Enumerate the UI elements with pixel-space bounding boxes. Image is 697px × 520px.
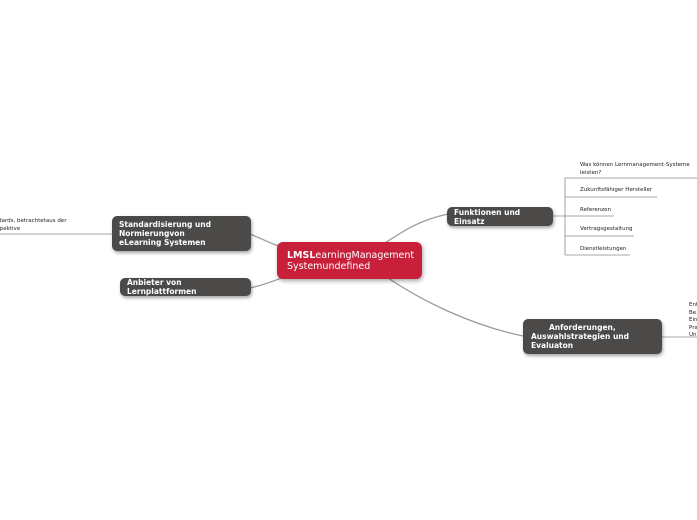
subtopic-label: Dienstleistungen	[580, 246, 627, 252]
root-topic[interactable]: LMSLearningManagement Systemundefined	[277, 242, 422, 279]
subtopic-label: Referenzen	[580, 207, 612, 213]
subtopic-line: Ent	[689, 302, 697, 308]
subtopic-was-koennen-lms-leisten[interactable]: Was können Lernmanagement-Systeme leiste…	[580, 162, 692, 177]
subtopic-anforderungen-list[interactable]: Ent Be Ein Pra Un	[689, 302, 697, 340]
subtopic-referenzen[interactable]: Referenzen	[580, 207, 611, 215]
topic-label: Funktionen und Einsatz	[454, 207, 521, 226]
subtopic-zukunftsfaehiger-hersteller[interactable]: Zukunftsfähiger Hersteller	[580, 187, 652, 195]
subtopic-label: ...andards, betrachtetaus der ...erspekt…	[0, 218, 67, 232]
subtopic-standards-perspektive[interactable]: ...andards, betrachtetaus der ...erspekt…	[0, 218, 86, 233]
topic-label: Anforderungen, Auswahlstrategien und Eva…	[531, 323, 630, 350]
subtopic-label: Was können Lernmanagement-Systeme leiste…	[580, 162, 690, 176]
subtopic-line: Un	[689, 332, 697, 338]
topic-standardisierung[interactable]: Standardisierung und Normierungvon eLear…	[112, 216, 251, 251]
topic-funktionen-und-einsatz[interactable]: Funktionen und Einsatz	[447, 207, 553, 226]
topic-anforderungen[interactable]: Anforderungen, Auswahlstrategien und Eva…	[523, 319, 662, 354]
subtopic-line: Pra	[689, 324, 697, 331]
subtopic-line: Ein	[689, 317, 697, 323]
subtopic-line: Be	[689, 309, 697, 316]
root-topic-label: LMSLearningManagement Systemundefined	[287, 249, 415, 272]
topic-label: Standardisierung und Normierungvon eLear…	[119, 220, 211, 247]
topic-anbieter-von-lernplattformen[interactable]: Anbieter von Lernplattformen	[120, 278, 251, 296]
topic-label: Anbieter von Lernplattformen	[127, 278, 197, 296]
subtopic-label: Vertragsgestaltung	[580, 226, 633, 232]
subtopic-dienstleistungen[interactable]: Dienstleistungen	[580, 246, 626, 254]
subtopic-vertragsgestaltung[interactable]: Vertragsgestaltung	[580, 226, 633, 234]
subtopic-label: Zukunftsfähiger Hersteller	[580, 187, 653, 193]
